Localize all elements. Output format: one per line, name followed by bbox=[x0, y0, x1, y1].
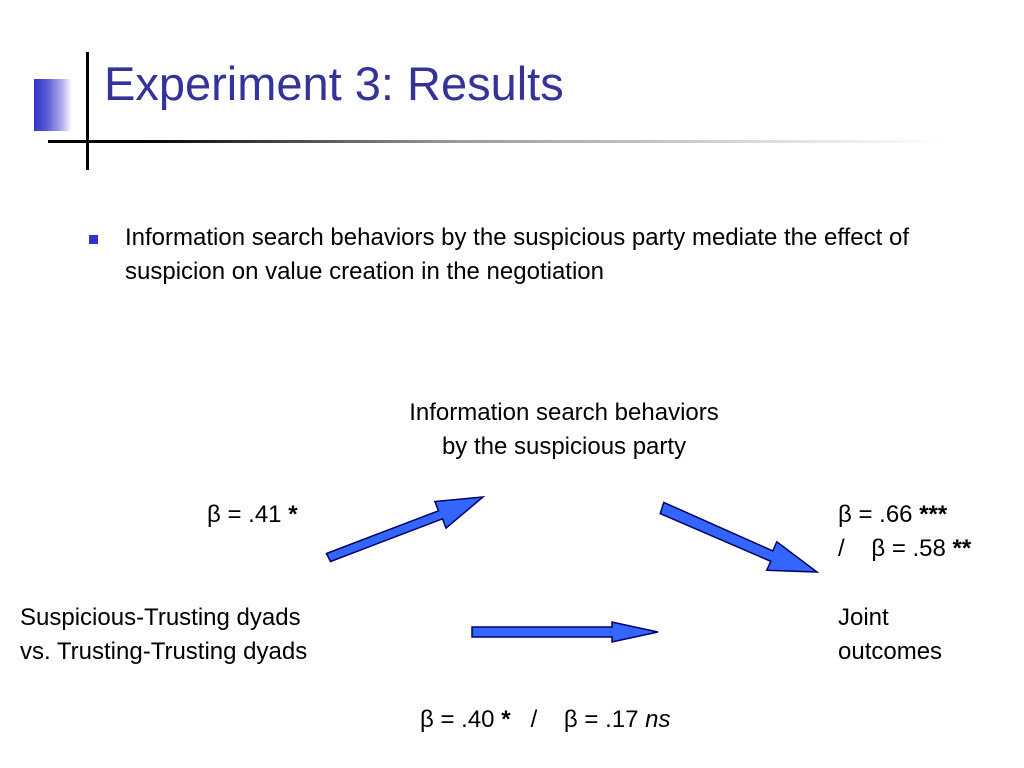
arrow-predictor-to-mediator bbox=[325, 496, 486, 563]
path-b-line-1: β = .66 *** bbox=[838, 498, 971, 532]
path-a-beta: β = .41 bbox=[207, 501, 282, 528]
outcome-label-line-1: Joint bbox=[838, 604, 889, 631]
mediator-label: Information search behaviors by the susp… bbox=[364, 396, 764, 464]
arrow-mediator-to-outcome bbox=[659, 501, 820, 573]
path-c-significance-total: * bbox=[501, 706, 511, 733]
predictor-label: Suspicious-Trusting dyads vs. Trusting-T… bbox=[20, 601, 307, 669]
slide-title: Experiment 3: Results bbox=[104, 57, 564, 110]
mediator-label-line-1: Information search behaviors bbox=[409, 399, 719, 426]
path-c-beta-total: β = .40 bbox=[420, 706, 495, 733]
path-c-coefficient: β = .40 * / β = .17 ns bbox=[420, 703, 670, 737]
path-c-separator: / bbox=[530, 706, 538, 733]
title-horizontal-rule bbox=[48, 140, 948, 143]
path-b-beta-total: β = .66 bbox=[838, 501, 913, 528]
mediator-label-line-2: by the suspicious party bbox=[441, 433, 687, 460]
title-vertical-rule bbox=[86, 52, 89, 170]
path-b-beta-controlled: β = .58 bbox=[871, 535, 946, 562]
bullet-text: Information search behaviors by the susp… bbox=[125, 224, 909, 285]
path-b-significance-controlled: ** bbox=[952, 535, 972, 562]
path-c-significance-direct: ns bbox=[645, 706, 671, 733]
path-b-coefficient: β = .66 *** / β = .58 ** bbox=[838, 498, 971, 566]
arrow-predictor-to-outcome bbox=[471, 621, 659, 643]
outcome-label-line-2: outcomes bbox=[838, 638, 943, 665]
path-b-separator: / bbox=[838, 535, 845, 562]
bullet-square-icon bbox=[89, 235, 98, 244]
path-b-line-2: / β = .58 ** bbox=[838, 532, 971, 566]
path-a-coefficient: β = .41 * bbox=[207, 498, 298, 532]
outcome-label: Joint outcomes bbox=[838, 601, 942, 669]
predictor-label-line-1: Suspicious-Trusting dyads bbox=[20, 604, 301, 631]
path-c-beta-direct: β = .17 bbox=[563, 706, 639, 733]
path-b-significance-total: *** bbox=[919, 501, 948, 528]
predictor-label-line-2: vs. Trusting-Trusting dyads bbox=[20, 638, 308, 665]
title-accent-square bbox=[34, 79, 72, 131]
path-a-significance: * bbox=[288, 501, 298, 528]
